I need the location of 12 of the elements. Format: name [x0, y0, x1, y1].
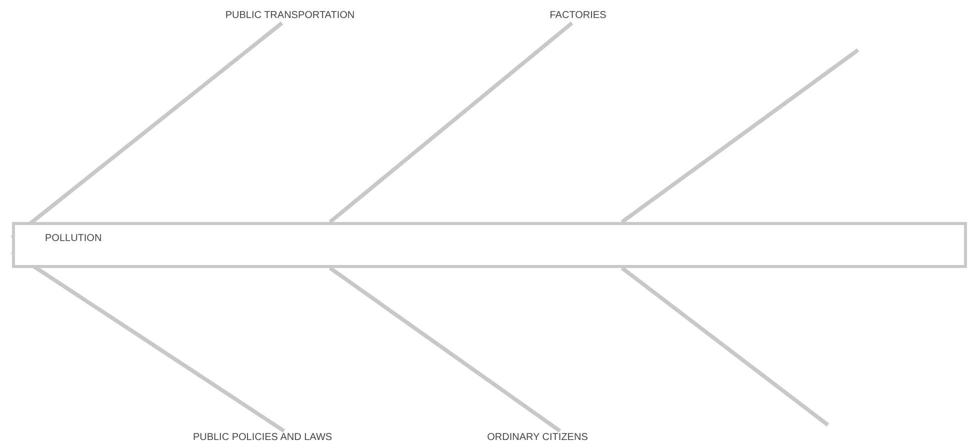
- cause-label: FACTORIES: [540, 9, 616, 23]
- cause-label: PUBLIC TRANSPORTATION: [215, 9, 365, 23]
- effect-label: POLLUTION: [45, 233, 102, 244]
- fishbone-bone: [620, 48, 860, 224]
- fishbone-bone: [620, 266, 830, 427]
- cause-label: ORDINARY CITIZENS: [485, 431, 590, 445]
- fishbone-bone: [328, 266, 562, 433]
- cause-label: PUBLIC POLICIES AND LAWS: [180, 431, 345, 445]
- fishbone-bone: [328, 21, 574, 224]
- fishbone-bone: [10, 250, 286, 433]
- fishbone-spine: [12, 222, 967, 268]
- fishbone-bone: [10, 21, 284, 240]
